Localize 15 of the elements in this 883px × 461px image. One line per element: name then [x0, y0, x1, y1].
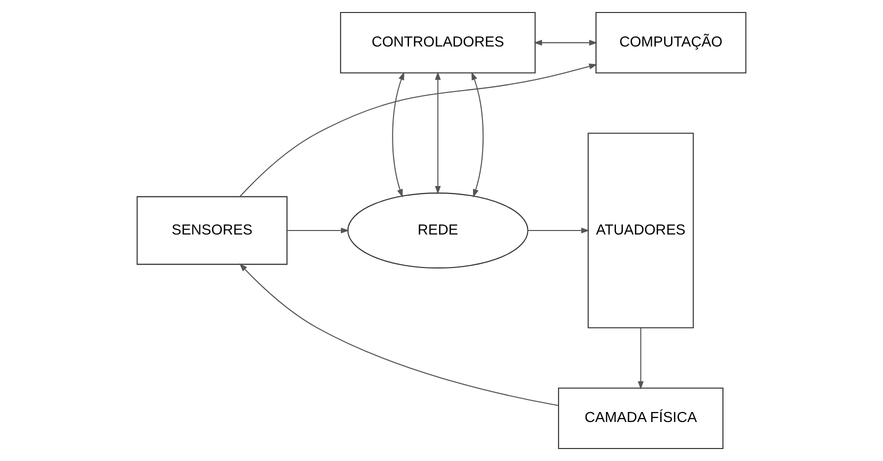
node-box: CONTROLADORES [340, 12, 536, 74]
arrow [534, 40, 598, 46]
arrow [434, 72, 441, 194]
arrow [528, 228, 590, 234]
arrow [392, 72, 404, 198]
node-ellipse: REDE [347, 192, 528, 268]
arrow [239, 263, 558, 406]
arrow [638, 328, 644, 390]
arrow [240, 64, 598, 197]
arrow [287, 228, 350, 234]
node-box: SENSORES [136, 196, 288, 265]
node-box: ATUADORES [588, 132, 694, 328]
node-box: COMPUTAÇÃO [596, 12, 746, 74]
arrow [471, 72, 484, 198]
node-box: CAMADA FÍSICA [558, 388, 724, 449]
